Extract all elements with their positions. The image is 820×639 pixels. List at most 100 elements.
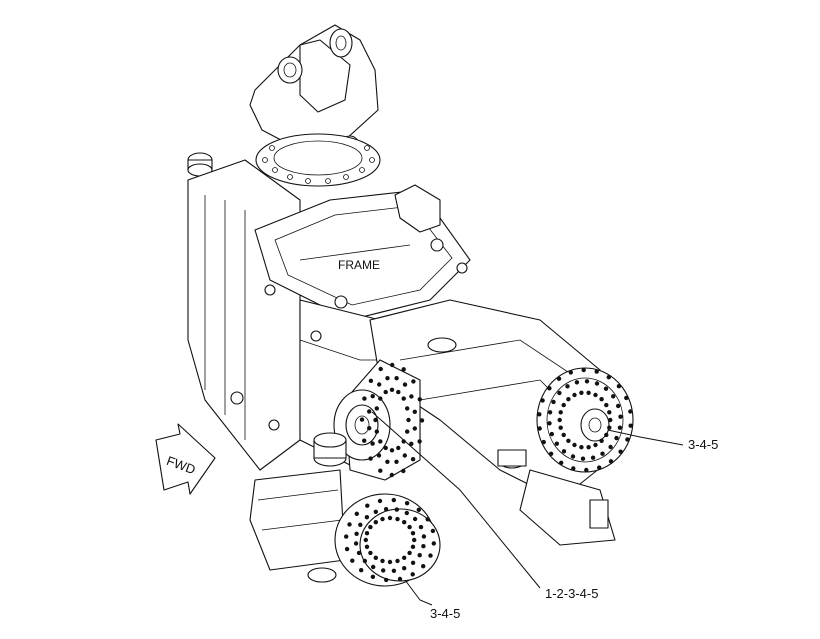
drum-pad: [405, 429, 410, 434]
drum-pad: [548, 451, 554, 456]
drum-pad: [599, 438, 604, 443]
drum-pads-right: [537, 367, 633, 473]
drum-pad: [431, 541, 436, 546]
drum-pad: [628, 423, 633, 428]
drum-pad: [394, 376, 399, 381]
drum-pad: [378, 366, 383, 372]
drum-pad: [407, 550, 412, 556]
drum-pad: [367, 426, 372, 431]
leader-bottom-left: [404, 579, 433, 606]
forward-arrow: FWD: [155, 423, 216, 495]
drum-pad: [354, 511, 359, 516]
drum-pad: [584, 467, 589, 473]
drum-pad: [368, 524, 373, 530]
drum-pad: [367, 409, 372, 414]
drum-pad: [547, 410, 553, 415]
drum-pad: [594, 381, 600, 386]
drum-pad: [412, 426, 417, 431]
drum-pad: [401, 396, 406, 401]
drum-pad: [402, 555, 407, 560]
drum-pad: [359, 568, 364, 573]
leader-bottom-center: [371, 411, 541, 589]
drum-pad: [625, 437, 630, 442]
drum-pad: [391, 497, 396, 503]
turntable-ring: [255, 133, 381, 187]
drum-pad: [568, 370, 573, 375]
leader-right: [607, 429, 684, 446]
drum-pad: [412, 537, 417, 543]
drum-pad: [604, 432, 609, 438]
drum-pad: [421, 564, 426, 569]
drum-pad: [556, 376, 562, 381]
drum-pad: [410, 572, 415, 577]
drum-right: [536, 367, 634, 473]
drum-pad: [409, 394, 414, 399]
drum-pad: [561, 449, 567, 454]
drum-pad: [412, 409, 417, 414]
drum-pad: [373, 509, 378, 514]
drum-pad: [383, 445, 388, 451]
drum-pad: [570, 454, 576, 459]
drum-pad: [383, 389, 388, 395]
drum-pad: [374, 406, 379, 411]
drum-pad: [389, 448, 395, 453]
drum-pad: [395, 516, 400, 522]
drum-pad: [387, 559, 393, 565]
drum-pad: [362, 396, 367, 401]
drum-pad: [572, 392, 577, 398]
drum-pad: [618, 414, 623, 419]
drum-pad: [396, 389, 401, 395]
drum-pad: [618, 449, 623, 454]
drum-pad: [368, 378, 374, 383]
drum-pad: [350, 558, 355, 563]
drum-pad: [404, 510, 409, 516]
drum-pad: [593, 442, 598, 448]
drum-pad: [419, 418, 425, 423]
drum-pad: [401, 439, 406, 444]
drum-pad: [364, 515, 370, 520]
drum-pad: [608, 444, 613, 450]
drum-pad: [540, 398, 545, 403]
drum-pad: [580, 456, 586, 461]
drum-pad: [362, 438, 367, 443]
drum-center: [333, 359, 425, 481]
callout-bottom-center: 1-2-3-4-5: [545, 586, 598, 601]
drum-pad: [385, 459, 390, 464]
drum-pad: [628, 409, 633, 414]
drum-pad: [402, 566, 407, 571]
drum-pad: [370, 394, 375, 399]
drum-pad: [584, 379, 590, 384]
drum-pad: [401, 367, 406, 372]
drum-pad: [581, 367, 586, 373]
drum-pad: [417, 439, 422, 444]
frame-label: FRAME: [338, 258, 380, 272]
drum-pad: [417, 397, 422, 402]
drum-pad: [547, 421, 552, 426]
drum-pad: [356, 550, 362, 556]
drum-pad: [611, 394, 616, 399]
drum-pad: [368, 456, 373, 461]
drum-pad: [608, 417, 613, 423]
grease-cap: [187, 152, 213, 177]
drum-pad: [389, 472, 394, 478]
drum-pad: [358, 522, 363, 527]
drum-pad: [347, 522, 352, 527]
drum-pad: [384, 577, 389, 583]
drum-pad: [551, 399, 556, 405]
drum-pad: [608, 459, 614, 464]
drum-pad: [362, 558, 368, 564]
drum-pad: [565, 384, 570, 389]
drum-pad: [411, 379, 416, 384]
drum-pad: [566, 397, 571, 402]
drum-pad: [607, 410, 612, 415]
drum-pad: [359, 417, 365, 422]
drum-pad: [537, 412, 542, 417]
drum-pad: [558, 425, 563, 430]
drum-pad: [409, 441, 414, 446]
drum-pad: [377, 498, 383, 504]
drum-pad: [416, 507, 421, 512]
drum-pad: [395, 558, 400, 564]
drum-pad: [579, 390, 584, 395]
drum-pad: [365, 503, 370, 508]
